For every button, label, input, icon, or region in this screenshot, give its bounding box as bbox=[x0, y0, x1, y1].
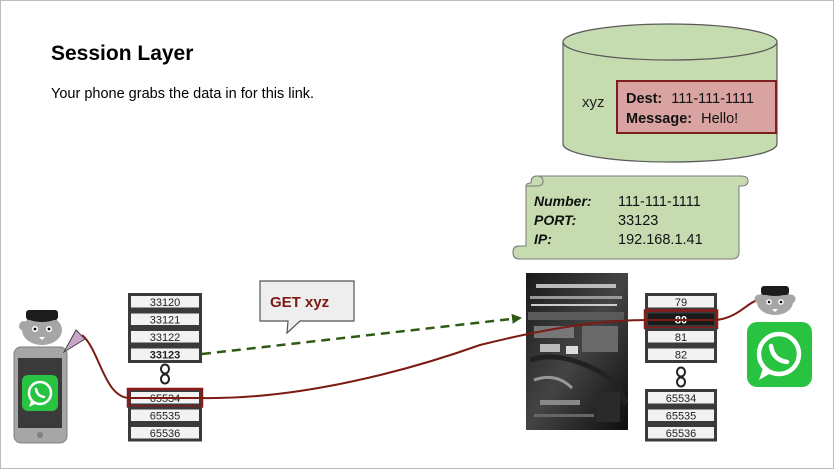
scroll-port-label: PORT: bbox=[534, 212, 576, 228]
get-request-callout: GET xyz bbox=[259, 280, 355, 335]
client-bottom-port-label: 65536 bbox=[150, 428, 181, 440]
scroll-ip-label: IP: bbox=[534, 231, 552, 247]
session-connection-line bbox=[81, 298, 763, 400]
scroll-ip-value: 192.168.1.41 bbox=[618, 232, 703, 248]
client-top-port-cell-face bbox=[131, 348, 199, 360]
client-bottom-port-label: 65535 bbox=[150, 410, 181, 422]
client-top-port-cell-face bbox=[131, 313, 199, 325]
client-top-port-label: 33123 bbox=[150, 349, 181, 361]
scroll-number-value: 111-111-1111 bbox=[618, 194, 701, 210]
server-bottom-port-cell-face bbox=[648, 427, 714, 439]
connection-info-scroll: Number: 111-111-1111 PORT: 33123 IP: 192… bbox=[512, 175, 749, 260]
client-stack-link-icon bbox=[160, 363, 170, 385]
client-top-port-cell-face bbox=[131, 331, 199, 343]
dest-value: 111-111-1111 bbox=[671, 91, 754, 107]
dest-label: Dest: bbox=[626, 91, 662, 107]
server-bottom-port-cell-face bbox=[648, 392, 714, 404]
svg-text:Dest: 111-111-1111: Dest: 111-111-1111 bbox=[626, 91, 754, 107]
server-top-port-label: 82 bbox=[675, 349, 687, 361]
database-key: xyz bbox=[582, 94, 605, 111]
client-bottom-port-cell-face bbox=[131, 409, 199, 421]
scroll-number-label: Number: bbox=[534, 193, 592, 209]
server-bottom-port-label: 65536 bbox=[666, 428, 697, 440]
client-pointer-triangle bbox=[62, 329, 86, 354]
client-top-port-cell-face bbox=[131, 296, 199, 308]
client-top-port-label: 33121 bbox=[150, 314, 181, 326]
server-stack-link-icon bbox=[676, 366, 686, 388]
server-top-port-cell-face bbox=[648, 296, 714, 308]
client-port-stack-top: 33120 33121 33122 33123 bbox=[128, 293, 202, 363]
client-whatsapp-icon bbox=[22, 375, 58, 411]
svg-text:Message: Hello!: Message: Hello! bbox=[626, 111, 738, 127]
client-top-port-label: 33122 bbox=[150, 332, 181, 344]
client-bottom-port-cell-face bbox=[131, 427, 199, 439]
client-top-port-label: 33120 bbox=[150, 297, 181, 309]
server-top-port-cell-face bbox=[648, 331, 714, 343]
client-gopher-mascot-icon bbox=[19, 310, 62, 345]
message-label: Message: bbox=[626, 111, 692, 127]
server-gopher-mascot-icon bbox=[754, 286, 796, 315]
slide-title: Session Layer bbox=[51, 42, 194, 65]
server-whatsapp-icon bbox=[747, 322, 812, 387]
server-rack-image bbox=[526, 273, 629, 430]
server-bottom-port-label: 65535 bbox=[666, 410, 697, 422]
server-top-port-cell-face bbox=[648, 348, 714, 360]
server-bottom-port-label: 65534 bbox=[666, 393, 697, 405]
scroll-port-value: 33123 bbox=[618, 213, 658, 229]
message-value: Hello! bbox=[701, 111, 738, 127]
callout-text: GET xyz bbox=[270, 294, 329, 311]
server-port-stack-bottom: 65534 65535 65536 bbox=[645, 389, 717, 442]
server-top-port-label: 79 bbox=[675, 297, 687, 309]
database-cylinder: xyz Dest: 111-111-1111 Message: Hello! bbox=[562, 23, 778, 163]
slide-subtitle: Your phone grabs the data in for this li… bbox=[51, 86, 315, 102]
server-bottom-port-cell-face bbox=[648, 409, 714, 421]
request-arrow bbox=[201, 313, 522, 356]
server-top-port-label: 81 bbox=[675, 332, 687, 344]
database-record-note bbox=[616, 80, 777, 134]
